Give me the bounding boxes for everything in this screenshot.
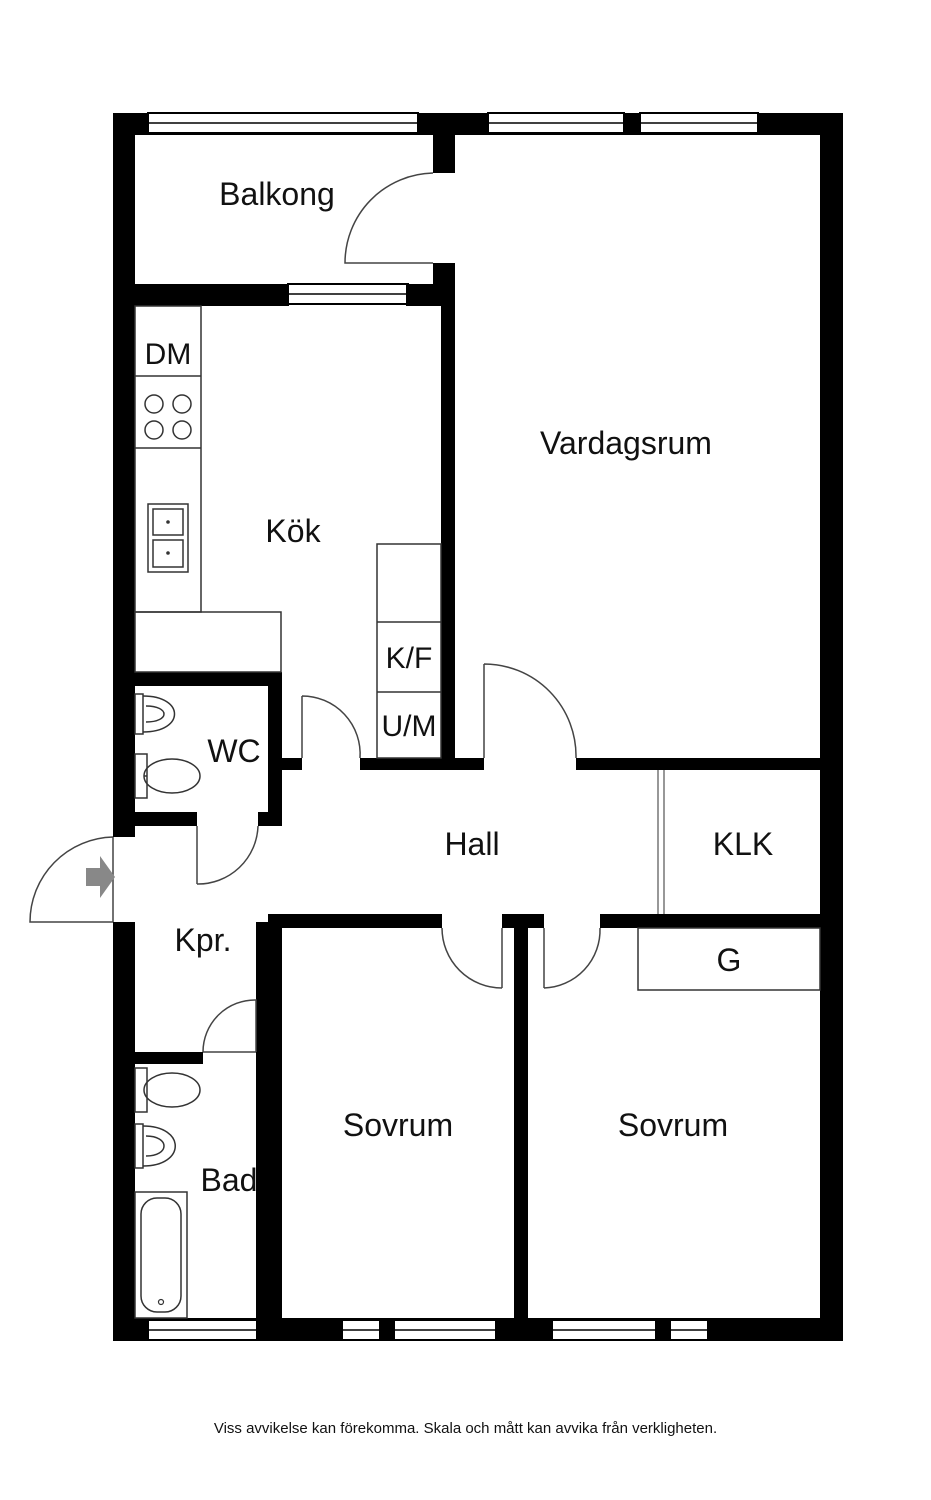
stove-icon: [144, 394, 192, 440]
disclaimer-text: Viss avvikelse kan förekomma. Skala och …: [213, 1420, 718, 1437]
room-label-kok: Kök: [265, 513, 321, 549]
interior-walls: [113, 113, 842, 1340]
fixture-labels: DM K/F U/M: [145, 338, 437, 743]
bath-fixtures: [134, 1067, 201, 1319]
bathtub-icon: [134, 1191, 188, 1319]
room-label-balkong: Balkong: [219, 176, 335, 212]
room-label-bad: Bad: [201, 1162, 258, 1198]
washbasin-icon: [134, 693, 175, 735]
room-label-wc: WC: [207, 733, 260, 769]
room-label-hall: Hall: [444, 826, 499, 862]
toilet-icon: [134, 753, 201, 799]
room-label-sovrum-1: Sovrum: [343, 1107, 453, 1143]
kitchen-fixtures: [134, 305, 442, 759]
kitchen-sink-icon: [147, 503, 189, 573]
wc-fixtures: [134, 693, 201, 799]
room-label-sovrum-2: Sovrum: [618, 1107, 728, 1143]
entrance-arrow-icon: [86, 856, 115, 898]
toilet-icon: [134, 1067, 201, 1113]
wardrobe: [637, 927, 821, 991]
room-label-kpr: Kpr.: [175, 922, 232, 958]
room-label-vardagsrum: Vardagsrum: [540, 425, 712, 461]
windows: [147, 112, 759, 1341]
room-label-g: G: [717, 942, 742, 978]
room-label-klk: KLK: [713, 826, 773, 862]
fixture-label-kf: K/F: [386, 642, 433, 675]
fixture-label-dm: DM: [145, 338, 192, 371]
washbasin-icon: [134, 1123, 176, 1169]
room-labels: Balkong Vardagsrum Kök WC Hall KLK Kpr. …: [175, 176, 774, 1198]
fixture-label-um: U/M: [382, 710, 437, 743]
